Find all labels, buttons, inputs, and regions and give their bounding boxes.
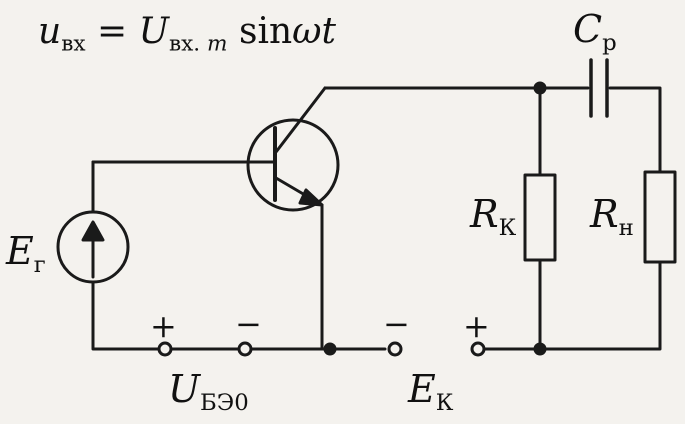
transistor-symbol: [241, 86, 340, 212]
junction-bottom-rk: [533, 342, 547, 356]
load-resistor-symbol: [643, 170, 677, 264]
junction-bottom-emitter: [323, 342, 337, 356]
ube-minus-sign: −: [235, 305, 262, 343]
supply-voltage-label: EК: [408, 367, 453, 414]
formula-rhs: U: [138, 11, 169, 52]
formula-arg: ωt: [292, 11, 336, 52]
wire-source-lower: [91, 280, 162, 351]
capacitor-sub-text: р: [602, 29, 617, 56]
wire-bottom-right: [483, 260, 662, 351]
input-voltage-formula: uвх = Uвх. m sinωt: [38, 11, 336, 55]
terminal-ube-plus: [157, 341, 173, 357]
load-resistor-label: Rн: [590, 192, 634, 239]
capacitor-label: Cр: [573, 7, 617, 54]
wire-top-right: [608, 86, 662, 174]
terminal-ek-plus: [470, 341, 486, 357]
bias-voltage-label: UБЭ0: [168, 367, 249, 414]
formula-rhs-sub: вх.: [168, 31, 201, 57]
rn-symbol-text: R: [590, 192, 619, 236]
ube-symbol-text: U: [168, 367, 201, 411]
ube-plus-sign: +: [150, 307, 177, 345]
junction-top-rk: [533, 81, 547, 95]
formula-eq: =: [96, 11, 128, 52]
ek-plus-sign: +: [463, 307, 490, 345]
ube-sub-text: БЭ0: [200, 389, 249, 416]
source-sub-text: г: [33, 251, 46, 278]
capacitor-symbol: [589, 58, 609, 118]
rk-sub-text: К: [498, 214, 517, 241]
ek-sub-text: К: [435, 389, 454, 416]
ek-symbol-text: E: [408, 367, 436, 411]
capacitor-symbol-text: C: [573, 7, 603, 51]
formula-lhs: u: [38, 11, 62, 52]
collector-resistor-symbol: [523, 173, 557, 262]
formula-lhs-sub: вх: [61, 31, 86, 57]
source-symbol-text: E: [6, 229, 34, 273]
ek-minus-sign: −: [383, 305, 410, 343]
collector-resistor-label: RК: [470, 192, 516, 239]
rk-symbol-text: R: [470, 192, 499, 236]
source-label: Eг: [6, 229, 46, 276]
terminal-ube-minus: [237, 341, 253, 357]
signal-source-symbol: [56, 210, 130, 284]
terminal-ek-minus: [387, 341, 403, 357]
formula-rhs-sub-m: m: [207, 31, 228, 57]
rn-sub-text: н: [618, 214, 634, 241]
formula-func: sin: [238, 11, 293, 52]
